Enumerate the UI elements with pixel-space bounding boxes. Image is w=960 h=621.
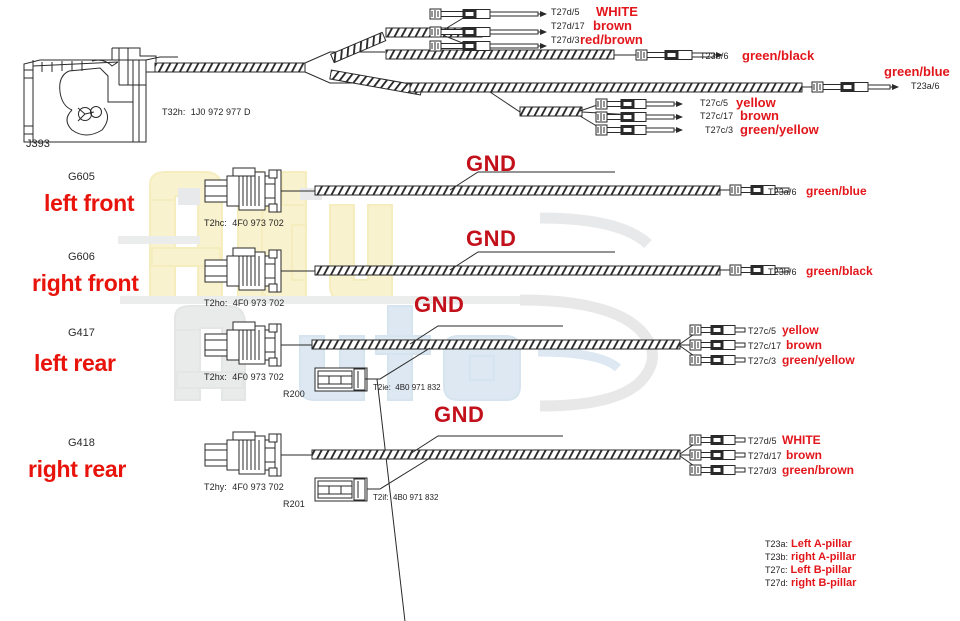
wire-color-t23b-6-top: green/black — [742, 48, 815, 63]
pin-code-t27c-17-top: T27c/17 — [700, 111, 734, 121]
legend-item-t27c: T27c:Left B-pillar — [765, 564, 852, 576]
wire-color-t27d-3-row4: green/brown — [782, 463, 855, 477]
connector-code-t2hy: T2hy: 4F0 973 702 — [204, 482, 284, 492]
resistor-code-t2ie: T2ie: 4B0 971 832 — [373, 383, 441, 392]
pin-code-t27c-5-top: T27c/5 — [700, 98, 729, 108]
position-label-left-front: left front — [44, 190, 135, 216]
wire-color-t27c-3-top: green/yellow — [740, 122, 819, 137]
ground-label-g606: G606 — [68, 251, 95, 263]
ground-label-g418: G418 — [68, 437, 95, 449]
sensor-connector-1 — [204, 167, 282, 213]
pin-code-t27c-3-top: T27c/3 — [705, 125, 734, 135]
sensor-connector-3 — [204, 321, 282, 367]
legend-item-t23a: T23a:Left A-pillar — [765, 538, 852, 550]
terminal-group-row3 — [689, 324, 746, 366]
wire-color-t27d-17: brown — [593, 18, 632, 33]
wire-color-t27c-17-top: brown — [740, 108, 779, 123]
terminal-group-top — [429, 8, 547, 52]
gnd-label-row4: GND — [434, 402, 485, 427]
pin-code-t27c-3-row3: T27c/3 — [748, 356, 777, 366]
pin-code-t23b-6-top: T23b/6 — [700, 51, 729, 61]
pin-code-t27d-5-row4: T27d/5 — [748, 436, 777, 446]
ground-label-g605: G605 — [68, 171, 95, 183]
gnd-label-row3: GND — [414, 292, 465, 317]
legend-item-t23b: T23b:right A-pillar — [765, 551, 856, 563]
wire-color-t23b-6-row2: green/black — [806, 264, 873, 278]
resistor-name-r201: R201 — [283, 499, 305, 509]
pin-code-t27c-5-row3: T27c/5 — [748, 326, 777, 336]
module-connector-code: T32h: 1J0 972 977 D — [162, 107, 251, 117]
wire-color-t27c-5-row3: yellow — [782, 323, 819, 337]
wire-color-t27d-3: red/brown — [580, 32, 643, 47]
resistor-code-t2if: T2if: 4B0 971 832 — [373, 493, 439, 502]
wire-color-t27c-17-row3: brown — [786, 338, 822, 352]
connector-code-t2hx: T2hx: 4F0 973 702 — [204, 372, 284, 382]
wire-color-t27d-5: WHITE — [596, 4, 638, 19]
wire-color-t23a-6-row1: green/blue — [806, 184, 867, 198]
gnd-label-row2: GND — [466, 226, 517, 251]
wire-color-t27c-5-top: yellow — [736, 95, 776, 110]
j393-module-body — [23, 47, 178, 143]
pin-code-t27d-3-row4: T27d/3 — [748, 466, 777, 476]
pin-code-t23a-6-top: T23a/6 — [911, 81, 940, 91]
pin-code-t27d-3: T27d/3 — [551, 35, 580, 45]
resistor-name-r200: R200 — [283, 389, 305, 399]
wire-color-t27d-17-row4: brown — [786, 448, 822, 462]
sensor-connector-2 — [204, 247, 282, 293]
position-label-right-rear: right rear — [28, 456, 126, 482]
module-name-j393: J393 — [26, 138, 50, 150]
resistor-r201 — [314, 477, 368, 502]
wire-color-t27d-5-row4: WHITE — [782, 433, 821, 447]
pin-code-t23b-6-row2: T23b/6 — [768, 267, 797, 277]
connector-code-t2hc: T2hc: 4F0 973 702 — [204, 218, 284, 228]
ground-label-g417: G417 — [68, 327, 95, 339]
terminal-group-t27c-top — [595, 98, 683, 136]
position-label-right-front: right front — [32, 270, 139, 296]
wire-color-t23a-6-top: green/blue — [884, 64, 950, 79]
pin-code-t27d-5: T27d/5 — [551, 7, 580, 17]
pin-code-t23a-6-row1: T23a/6 — [768, 187, 797, 197]
legend-item-t27d: T27d:right B-pillar — [765, 577, 857, 589]
pin-code-t27d-17: T27d/17 — [551, 21, 585, 31]
pin-code-t27d-17-row4: T27d/17 — [748, 451, 782, 461]
sensor-connector-4 — [204, 431, 282, 477]
position-label-left-rear: left rear — [34, 350, 116, 376]
wire-color-t27c-3-row3: green/yellow — [782, 353, 855, 367]
gnd-label-row1: GND — [466, 151, 517, 176]
connector-code-t2ho: T2ho: 4F0 973 702 — [204, 298, 285, 308]
pin-code-t27c-17-row3: T27c/17 — [748, 341, 782, 351]
terminal-group-row4 — [689, 434, 746, 476]
